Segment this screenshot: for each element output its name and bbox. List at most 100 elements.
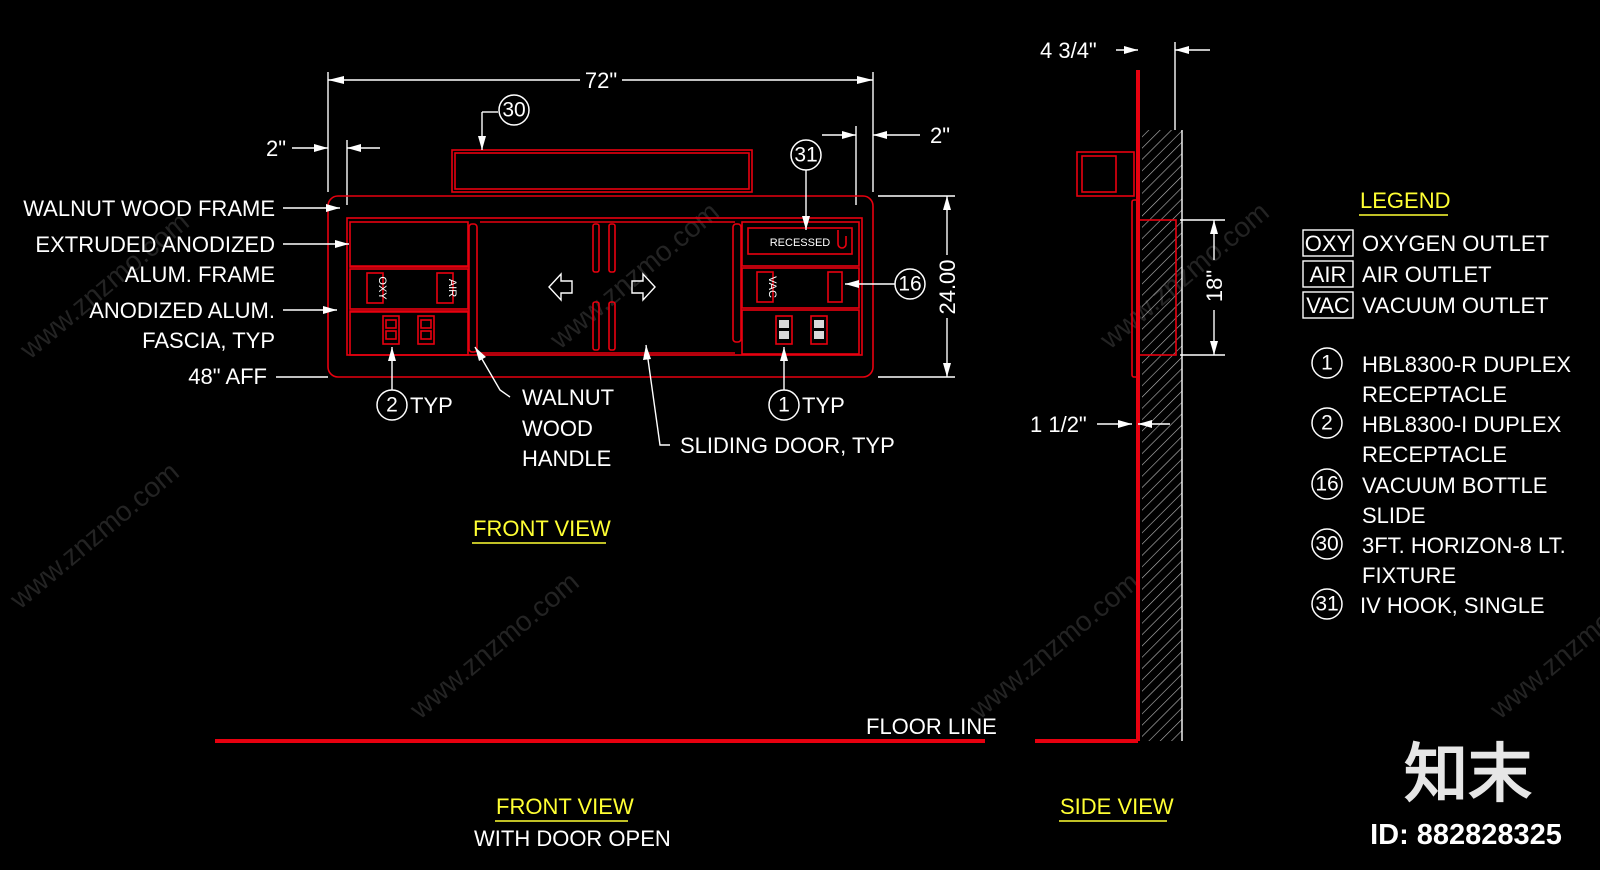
slide-right-arrow-icon: [631, 272, 656, 302]
label-fascia-1: ANODIZED ALUM.: [89, 298, 275, 323]
left-bottom-compartment: [349, 310, 469, 356]
door-handle: [608, 223, 616, 273]
arrowhead-icon: [842, 131, 856, 139]
slide-left-arrow-icon: [548, 272, 573, 302]
callout-circle: [498, 94, 530, 126]
legend-item-line1: VACUUM BOTTLE: [1362, 473, 1547, 498]
legend-item-line1: 3FT. HORIZON-8 LT.: [1362, 533, 1566, 558]
oxy-outlet: [366, 272, 384, 304]
arrowhead-icon: [943, 196, 951, 210]
label-handle-2: WOOD: [522, 416, 593, 441]
label-fascia-2: FASCIA, TYP: [142, 328, 275, 353]
arrowhead-icon: [643, 345, 651, 360]
dim-width: 72": [585, 68, 617, 93]
arrowhead-icon: [475, 347, 486, 361]
door-handle: [592, 301, 600, 351]
iv-hook: [837, 230, 847, 249]
side-recess: [1137, 219, 1177, 356]
callout-slide: 16: [898, 273, 921, 296]
legend-tag-row: AIR AIR OUTLET: [1302, 260, 1492, 288]
arrowhead-icon: [1210, 220, 1218, 234]
legend-tag-box: [1302, 260, 1354, 288]
arrowhead-icon: [845, 280, 859, 288]
legend-item: 16 VACUUM BOTTLE SLIDE: [1311, 468, 1547, 528]
label-walnut-wood-frame: WALNUT WOOD FRAME: [23, 196, 275, 221]
label-sliding-door: SLIDING DOOR, TYP: [680, 433, 895, 458]
receptacle-2a: [382, 315, 400, 345]
legend-tag-text: AIR OUTLET: [1362, 262, 1492, 287]
receptacle-1a: [775, 315, 793, 345]
side-view: 4 3/4" 18" 1 1/2" SIDE VIEW: [1030, 38, 1227, 822]
legend-item: 1 HBL8300-R DUPLEX RECEPTACLE: [1311, 347, 1571, 407]
legend-tag-text: VACUUM OUTLET: [1362, 293, 1549, 318]
arrowhead-icon: [314, 144, 328, 152]
watermark-text: www.znzmo.com: [543, 196, 725, 355]
arrowhead-icon: [1124, 46, 1138, 54]
label-typ2: TYP: [410, 393, 453, 418]
light-fixture-inner: [454, 152, 750, 190]
side-view-title: SIDE VIEW: [1060, 794, 1174, 819]
legend-tag: VAC: [1306, 293, 1350, 318]
legend-tag-box: [1302, 291, 1354, 319]
oxy-outlet-tag: OXY: [376, 276, 388, 300]
light-fixture: [451, 149, 753, 193]
left-mid-compartment: [349, 268, 469, 310]
legend-tag-box: [1302, 229, 1354, 257]
callout-hook: 31: [794, 144, 817, 167]
air-outlet-tag: AIR: [446, 279, 458, 297]
legend-item-line2: FIXTURE: [1362, 563, 1456, 588]
legend-number-circle: [1311, 588, 1343, 620]
legend-number: 30: [1315, 533, 1338, 556]
receptacle-socket: [814, 331, 824, 339]
legend-item-line2: RECEPTACLE: [1362, 442, 1507, 467]
receptacle-1b: [810, 315, 828, 345]
dim-side-bottom: 1 1/2": [1030, 412, 1087, 437]
arrowhead-icon: [478, 136, 486, 150]
side-light-inner: [1081, 155, 1117, 193]
watermark-text: www.znzmo.com: [963, 566, 1145, 725]
receptacle-socket: [814, 320, 824, 328]
front-view-title: FRONT VIEW: [473, 516, 611, 541]
legend-tag-row: OXY OXYGEN OUTLET: [1302, 229, 1549, 257]
arrowhead-icon: [1138, 420, 1152, 428]
front-view: 72" 2" 2" 24.00 30: [23, 68, 960, 544]
watermark-text: www.znzmo.com: [3, 456, 185, 615]
callout-circle: [376, 389, 408, 421]
legend-tag: OXY: [1305, 231, 1352, 256]
label-extruded-2: ALUM. FRAME: [125, 262, 275, 287]
legend-number: 2: [1321, 412, 1333, 435]
legend-number: 31: [1315, 593, 1338, 616]
label-extruded-1: EXTRUDED ANODIZED: [35, 232, 275, 257]
receptacle-socket: [779, 320, 789, 328]
arrowhead-icon: [873, 131, 887, 139]
front-open-title: FRONT VIEW: [496, 794, 634, 819]
arrowhead-icon: [328, 76, 344, 84]
recessed-label: RECESSED: [770, 237, 831, 249]
id-text: ID: 882828325: [1370, 819, 1562, 851]
inner-frame: [346, 217, 863, 356]
arrowhead-icon: [347, 144, 361, 152]
legend-item: 30 3FT. HORIZON-8 LT. FIXTURE: [1311, 528, 1566, 588]
arrowhead-icon: [943, 363, 951, 377]
front-open-view: FLOOR LINE FRONT VIEW WITH DOOR OPEN: [215, 714, 997, 851]
door-handle: [608, 301, 616, 351]
receptacle-socket: [385, 319, 397, 329]
receptacle-socket: [779, 331, 789, 339]
leader-line: [645, 344, 670, 446]
side-light-fixture: [1076, 151, 1135, 197]
legend-item-line1: HBL8300-I DUPLEX: [1362, 412, 1562, 437]
watermark-text: www.znzmo.com: [1483, 566, 1600, 725]
arrowhead-icon: [388, 347, 396, 361]
arrowhead-icon: [335, 240, 349, 248]
vac-outlet: [756, 271, 774, 303]
brand-logo: 知末: [1404, 738, 1532, 810]
dim-left-margin: 2": [266, 136, 286, 161]
legend-number: 1: [1321, 352, 1333, 375]
label-typ1: TYP: [802, 393, 845, 418]
arrowhead-icon: [323, 306, 337, 314]
receptacle-socket: [420, 319, 432, 329]
left-top-compartment: [349, 221, 469, 268]
right-bottom-compartment: [741, 309, 860, 355]
arrowhead-icon: [326, 204, 340, 212]
walnut-handle-left: [468, 223, 478, 353]
